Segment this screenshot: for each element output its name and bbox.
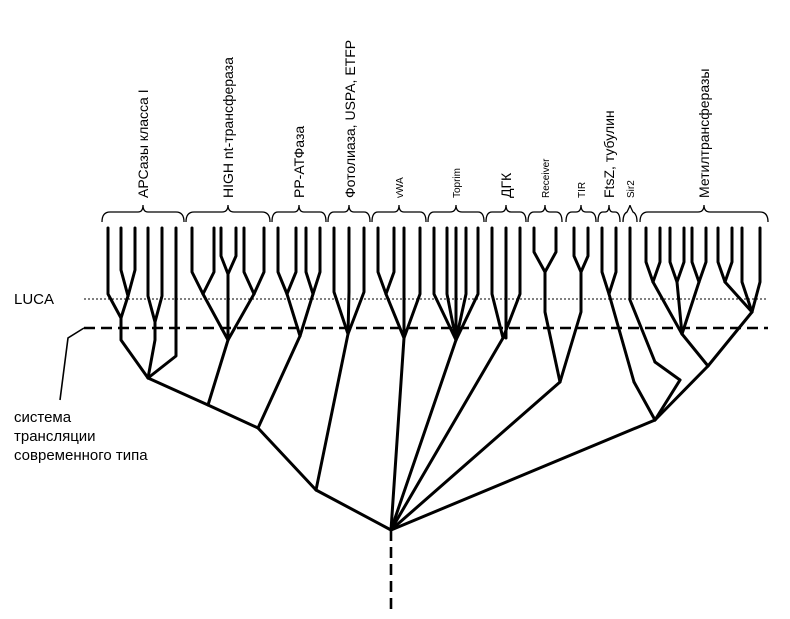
bracket-1 — [101, 204, 185, 223]
label-vwa: vWA — [395, 177, 406, 198]
bracket-9 — [565, 204, 597, 223]
label-toprim: Toprim — [452, 168, 463, 198]
label-ftsz-tubulin: FtsZ, тубулин — [601, 110, 617, 198]
bracket-4 — [327, 204, 371, 223]
group-labels: АРСазы класса I HIGH nt-трансфераза РР-А… — [135, 40, 712, 198]
label-sir2: Sir2 — [626, 180, 637, 198]
label-receiver: Receiver — [541, 158, 552, 198]
bracket-12 — [639, 204, 769, 223]
annotation-leader-line — [59, 327, 85, 401]
label-photolyase: Фотолиаза, USPA, ETFP — [342, 40, 358, 198]
tree-branches — [106, 226, 762, 532]
label-methyltransferases: Метилтрансферазы — [696, 69, 712, 198]
bracket-2 — [185, 204, 271, 223]
bracket-6 — [427, 204, 485, 223]
branch-group-receiver-tir — [389, 226, 590, 532]
branch-group-ftsz-sir2 — [600, 226, 682, 422]
branch-group-photolyase — [314, 226, 393, 532]
branch-group-methyltransferases — [389, 226, 762, 532]
label-dgk: ДГК — [498, 172, 514, 198]
branch-group-toprim — [389, 226, 480, 532]
bracket-10 — [597, 204, 621, 223]
branch-group-vwa — [376, 226, 422, 532]
bracket-11 — [622, 204, 638, 223]
label-high-nt-transferase: HIGH nt-трансфераза — [220, 57, 236, 198]
branch-group-dgk — [389, 226, 522, 532]
branch-group-arsase — [106, 226, 210, 407]
label-pp-atpase: РР-АТФаза — [291, 126, 307, 198]
bracket-7 — [485, 204, 527, 223]
branch-group-pp-atpase — [256, 226, 322, 492]
bracket-3 — [271, 204, 327, 223]
label-arsase: АРСазы класса I — [135, 89, 151, 198]
branch-group-high — [190, 226, 266, 430]
label-tir: TIR — [577, 182, 588, 198]
bracket-5 — [371, 204, 427, 223]
annotation-line-3: современного типа — [14, 447, 148, 464]
bracket-8 — [527, 204, 563, 223]
annotation-line-1: система — [14, 409, 72, 426]
annotation-line-2: трансляции — [14, 428, 96, 445]
luca-label: LUCA — [14, 291, 54, 308]
group-brackets — [101, 204, 769, 223]
